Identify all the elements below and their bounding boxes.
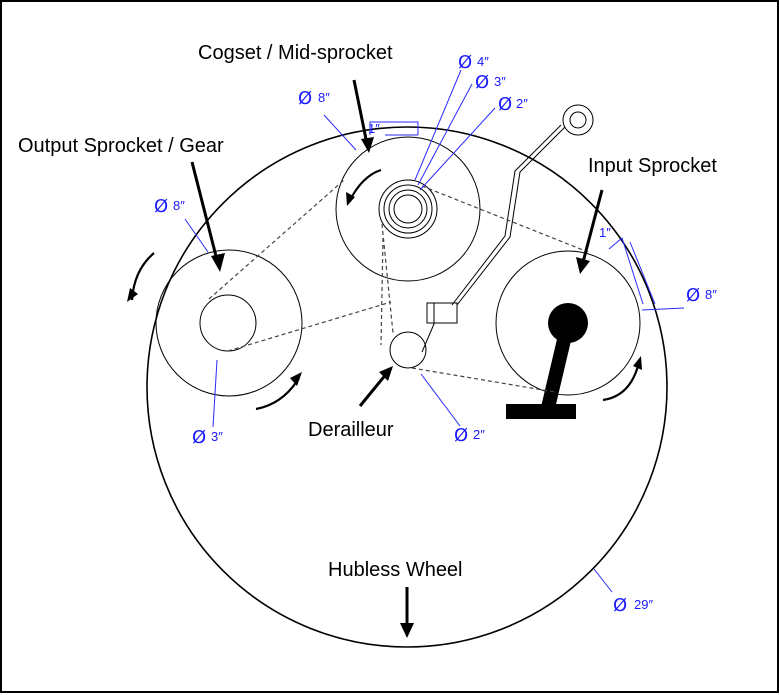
cogset-outer <box>335 136 481 282</box>
dim-cog-outer: Ø 8″ <box>298 88 330 109</box>
dim-output-inner: Ø 3″ <box>192 427 223 448</box>
output-sprocket-outer <box>155 249 303 397</box>
svg-text:2″: 2″ <box>473 427 485 442</box>
svg-text:3″: 3″ <box>211 429 223 444</box>
derailleur-link <box>421 303 435 353</box>
output-sprocket-inner <box>199 294 257 352</box>
input-label-arrow <box>580 189 604 267</box>
dim-output-outer: Ø 8″ <box>154 196 185 217</box>
svg-text:3″: 3″ <box>494 74 506 89</box>
dim-cog-2: Ø 2″ <box>498 94 528 115</box>
cogset-ring-4 <box>378 179 438 239</box>
label-arrows <box>190 79 604 630</box>
svg-text:2″: 2″ <box>516 96 528 111</box>
derailleur-pulley <box>389 331 427 369</box>
svg-text:Ø: Ø <box>154 196 168 217</box>
input-rotation-arrow <box>602 361 641 402</box>
dim-input-offset: 1″ <box>599 225 611 240</box>
dim-cog-3: Ø 3″ <box>475 72 506 93</box>
dim-wheel: Ø 29″ <box>613 595 653 616</box>
chain-cog-to-input <box>421 185 589 253</box>
input-sprocket <box>495 250 641 396</box>
svg-text:Ø: Ø <box>475 72 489 93</box>
svg-text:Ø: Ø <box>498 94 512 115</box>
hubless-wheel <box>146 126 668 648</box>
cogset-label: Cogset / Mid-sprocket <box>198 42 393 64</box>
dim-derailleur: Ø 2″ <box>454 425 485 446</box>
dim-input-outer: Ø 8″ <box>686 285 717 306</box>
chain-cog-to-derailleur-b <box>380 237 384 346</box>
cogset-ring-3 <box>383 184 433 234</box>
svg-text:Ø: Ø <box>458 52 472 73</box>
svg-text:Ø: Ø <box>613 595 627 616</box>
shifter-cable <box>451 124 566 306</box>
chain-output-top <box>208 179 345 300</box>
derailleur-label-arrow <box>358 372 389 407</box>
shifter-knob-inner <box>569 111 587 129</box>
svg-text:8″: 8″ <box>173 198 185 213</box>
output-rotation-arrow-right <box>255 377 300 411</box>
rotation-arrowheads <box>127 192 642 386</box>
shifter-knob-outer <box>562 104 594 136</box>
cogset-label-arrow <box>352 79 369 145</box>
chain-cog-to-derailleur-a <box>381 223 394 334</box>
cogset-ring-core <box>393 194 423 224</box>
svg-text:Ø: Ø <box>454 425 468 446</box>
hubless-label: Hubless Wheel <box>328 559 463 581</box>
svg-text:Ø: Ø <box>298 88 312 109</box>
chain-derailleur-to-input <box>411 367 556 393</box>
svg-text:Ø: Ø <box>686 285 700 306</box>
derailleur-body <box>426 302 458 324</box>
svg-text:4″: 4″ <box>477 54 489 69</box>
pedal <box>506 404 576 419</box>
svg-text:29″: 29″ <box>634 597 653 612</box>
svg-text:8″: 8″ <box>318 90 330 105</box>
output-label: Output Sprocket / Gear <box>18 135 224 157</box>
dimension-leaders <box>184 69 685 593</box>
dim-cog-4: Ø 4″ <box>458 52 489 73</box>
label-arrowheads <box>211 137 590 638</box>
cogset-ring-2 <box>388 189 428 229</box>
output-label-arrow <box>190 161 220 265</box>
derailleur-label: Derailleur <box>308 419 394 441</box>
input-label: Input Sprocket <box>588 155 717 177</box>
crank-arm <box>540 321 575 414</box>
dim-cog-offset: 1″ <box>368 121 380 136</box>
svg-text:8″: 8″ <box>705 287 717 302</box>
chain-output-bottom <box>227 301 392 352</box>
svg-text:Ø: Ø <box>192 427 206 448</box>
